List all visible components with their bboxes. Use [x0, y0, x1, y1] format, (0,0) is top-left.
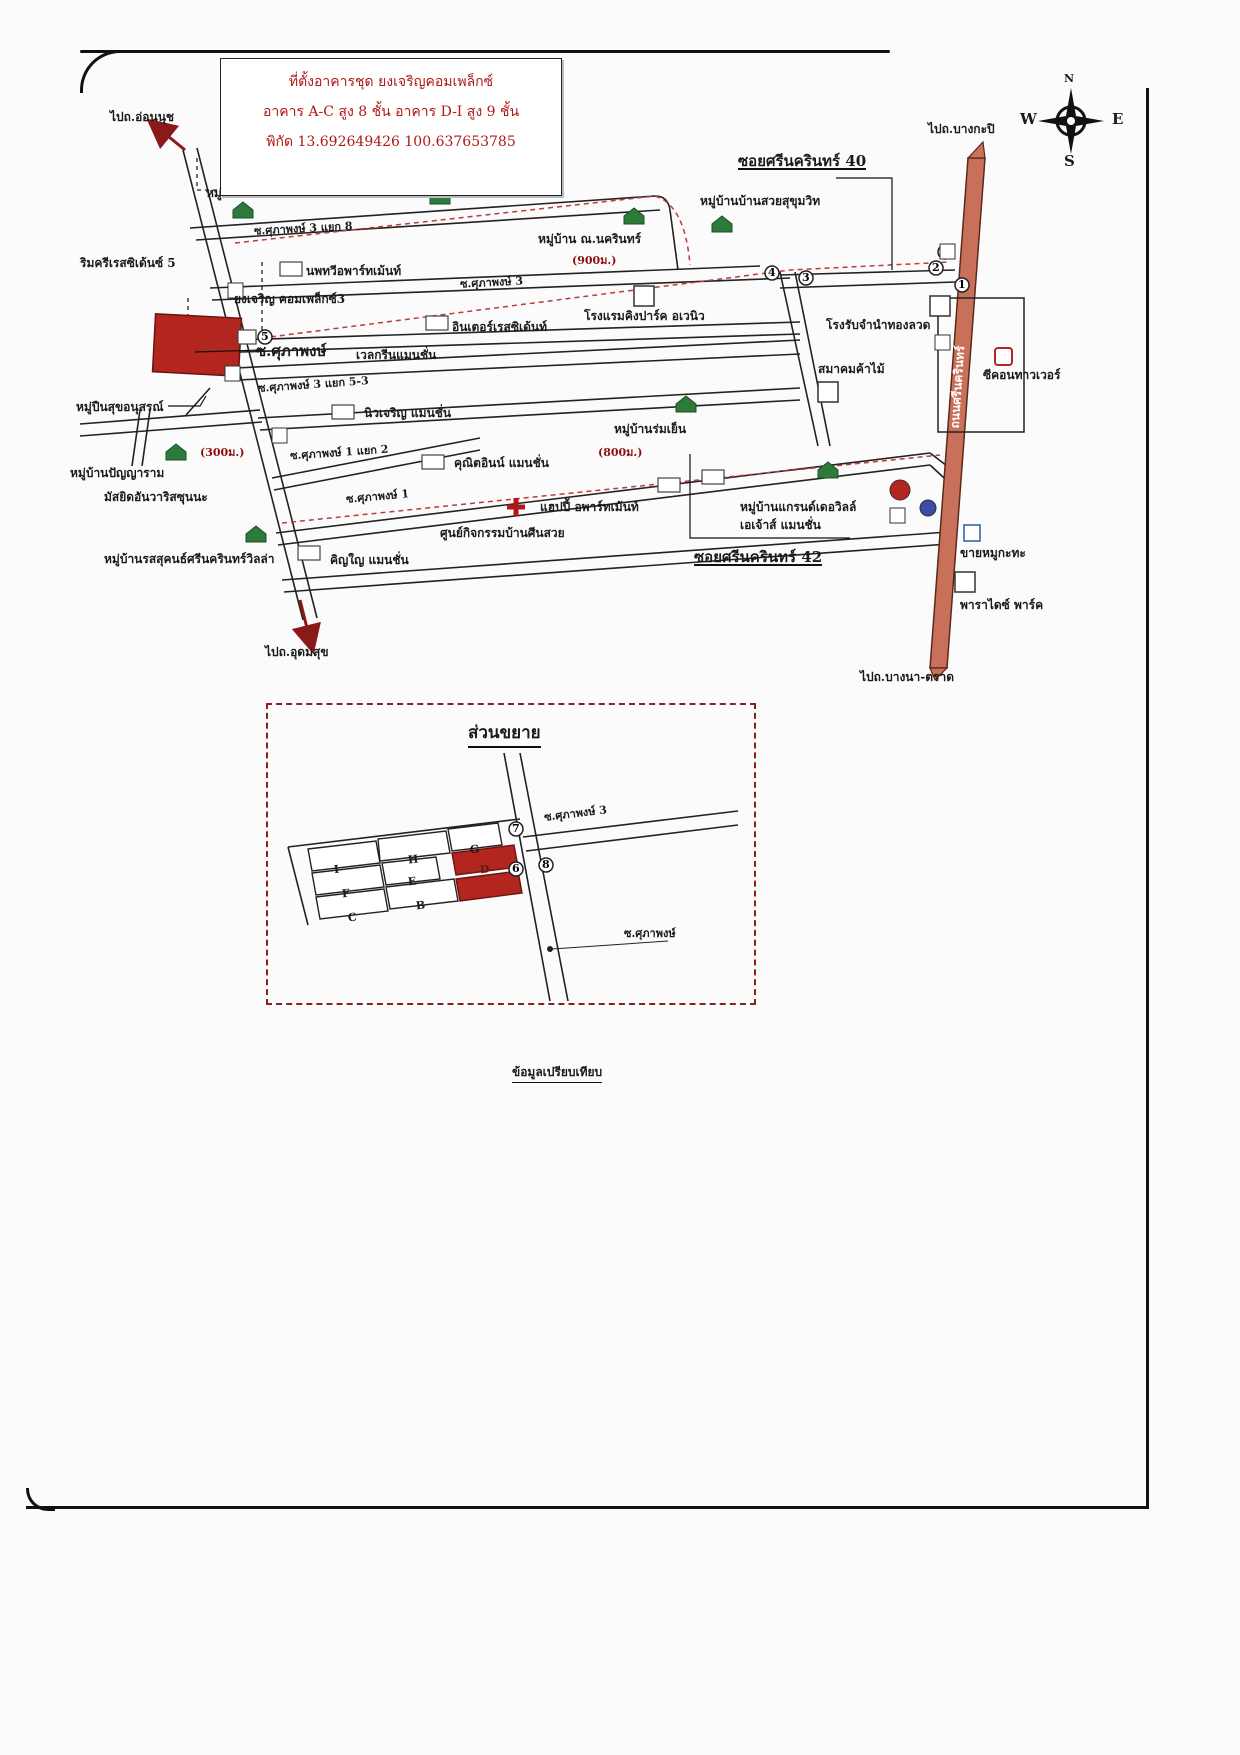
- footer-caption: ข้อมูลเปรียบเทียบ: [512, 1063, 603, 1083]
- road-label: ซอยศรีนครินทร์ 42: [694, 548, 823, 566]
- inset-map: [287, 752, 739, 1002]
- marker-label: 4: [768, 266, 776, 279]
- square-icons: [633, 285, 981, 593]
- place-label: หมู่บ้านรสสุคนธ์ศรีนครินทร์วิลล่า: [104, 552, 275, 566]
- building-icons: [237, 261, 725, 561]
- compass-icon: [1038, 88, 1104, 154]
- distance-label: (800ม.): [598, 446, 643, 459]
- inset-enlargement: ส่วนขยาย I H G F E D: [266, 703, 756, 1005]
- inset-building-label: E: [407, 874, 418, 889]
- inset-building-label: D: [479, 862, 491, 877]
- place-label: หมู่บ้านบ้านสวยสุขุมวิท: [700, 194, 821, 208]
- place-label: นพทวีอพาร์ทเม้นท์: [306, 264, 402, 278]
- place-label: หมู่บ้านร่มเย็น: [614, 422, 687, 436]
- compass-west: W: [1020, 110, 1037, 128]
- village-icons: [165, 187, 839, 543]
- place-label: คุณิตอินน์ แมนชั่น: [454, 456, 549, 470]
- store-icons: [224, 243, 956, 524]
- frame-bottom-border: [26, 1506, 1149, 1509]
- place-label: หมู่บ้านปัญญาราม: [70, 466, 165, 480]
- place-label: หมู่บ้านแกรนด์เดอวิลล์: [740, 500, 857, 514]
- inset-building-label: G: [469, 842, 481, 857]
- road-label: ซ.ศุภาพงษ์: [256, 342, 327, 360]
- place-label: นิวเจริญ แมนชั่น: [364, 406, 452, 420]
- frame-right-border: [1146, 88, 1149, 1508]
- place-label: มัสยิดอันวาริสซุนนะ: [104, 490, 208, 504]
- place-label: ศูนย์กิจกรรมบ้านศีนสวย: [440, 526, 565, 540]
- srinakarin-main-road: [929, 140, 986, 682]
- place-label: เวลกรีนแมนชั่น: [356, 348, 437, 362]
- place-label: หมู่ปืนสุขอนุสรณ์: [76, 400, 164, 414]
- place-label: แฮปปี้ อพาร์ทเม้นท์: [540, 500, 639, 514]
- inset-marker-label: 7: [512, 822, 520, 835]
- place-label: ขายหมูกะทะ: [960, 546, 1026, 560]
- compass-east: E: [1112, 110, 1124, 128]
- subject-site: [151, 313, 243, 377]
- direction-label: ไปถ.อ่อนนุช: [110, 110, 175, 124]
- place-label: เอเจ้าส์ แมนชั่น: [740, 518, 821, 532]
- frame-top-border: [80, 50, 890, 53]
- marker-label: 5: [261, 330, 269, 343]
- distance-label: (900ม.): [572, 254, 617, 267]
- place-label: คิญใญ แมนชั่น: [330, 553, 409, 567]
- marker-label: 2: [932, 261, 940, 274]
- compass-rose: [1036, 86, 1106, 156]
- place-label: อินเตอร์เรสซิเด้นท์: [452, 320, 547, 334]
- subject-label: ยงเจริญ คอมเพล็กซ์3: [234, 292, 346, 306]
- place-label: ซีคอนทาวเวอร์: [983, 368, 1061, 382]
- info-buildings: อาคาร A-C สูง 8 ชั้น อาคาร D-I สูง 9 ชั้…: [262, 104, 520, 120]
- inset-road-label: ซ.ศุภาพงษ์: [624, 927, 676, 940]
- place-label: หมู่: [206, 186, 222, 200]
- distance-label: (300ม.): [200, 446, 245, 459]
- hospital-cross-icon: [507, 498, 525, 516]
- inset-marker-label: 8: [542, 858, 550, 871]
- road-label: ซอยศรีนครินทร์ 40: [738, 152, 867, 170]
- inset-title: ส่วนขยาย: [468, 719, 541, 748]
- place-label: โรงรับจำนำทองลวด: [826, 318, 931, 332]
- direction-label: ไปถ.บางนา-ตราด: [860, 670, 955, 684]
- arrow-to-onnut: [146, 118, 186, 152]
- place-label: โรงแรมคิงปาร์ค อเวนิว: [584, 309, 705, 323]
- inset-building-label: B: [415, 898, 427, 913]
- place-label: พาราไดซ์ พาร์ค: [960, 598, 1044, 612]
- inset-marker-label: 6: [512, 862, 520, 875]
- inset-building-label: F: [341, 886, 351, 901]
- inset-building-label: C: [347, 910, 358, 925]
- place-label: ริมครีเรสซิเด้นซ์ 5: [80, 256, 176, 270]
- arrow-to-udomsuk: [291, 599, 321, 655]
- marker-label: 1: [958, 278, 966, 291]
- direction-label: ไปถ.บางกะปิ: [928, 122, 995, 136]
- compass-south: S: [1064, 152, 1075, 170]
- bigc-block: [937, 297, 1025, 433]
- place-label: สมาคมค้าไม้: [818, 362, 885, 376]
- info-coordinates: พิกัด 13.692649426 100.637653785: [266, 134, 516, 150]
- place-label: หมู่บ้าน ณ.นครินทร์: [538, 232, 642, 246]
- bigc-icon: [994, 347, 1013, 366]
- info-box: ที่ตั้งอาคารชุด ยงเจริญคอมเพล็กซ์ อาคาร …: [220, 58, 562, 196]
- compass-north: N: [1064, 72, 1075, 85]
- info-title: ที่ตั้งอาคารชุด ยงเจริญคอมเพล็กซ์: [288, 74, 494, 90]
- marker-label: 3: [802, 271, 810, 284]
- direction-label: ไปถ.อุดมสุข: [265, 645, 329, 659]
- inset-building-label: H: [407, 852, 420, 867]
